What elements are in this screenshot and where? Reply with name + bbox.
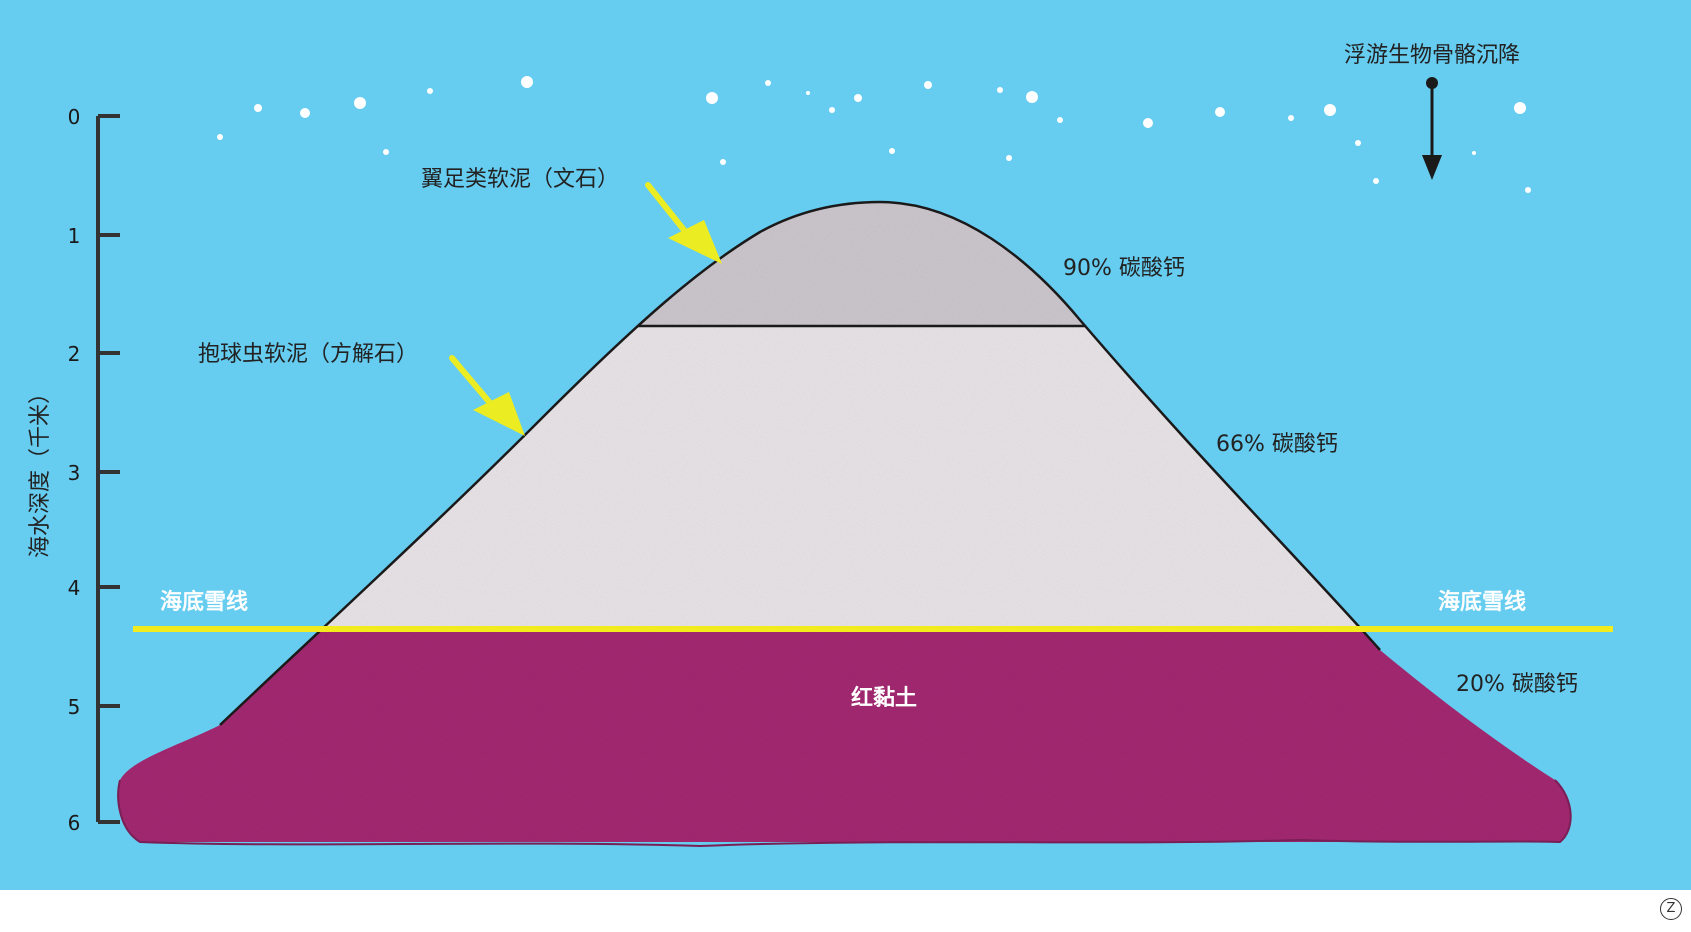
globigerina-ooze-label: 抱球虫软泥（方解石）	[198, 342, 418, 367]
settling-arrow	[1422, 77, 1442, 180]
pteropod-ooze-label: 翼足类软泥（文石）	[421, 167, 619, 192]
mound-outline	[219, 200, 1381, 726]
red-clay-layer	[118, 629, 1571, 842]
depth-tick-label: 4	[68, 576, 81, 600]
snowline	[133, 626, 1613, 632]
corner-mark: Z	[1660, 898, 1682, 920]
depth-tick-label: 6	[68, 811, 81, 835]
depth-tick-label: 1	[68, 224, 81, 248]
red-clay-calcium-label: 20% 碳酸钙	[1456, 672, 1578, 697]
red-clay-label: 红黏土	[851, 685, 917, 711]
depth-tick-label: 3	[68, 461, 81, 485]
snowline-label-left: 海底雪线	[160, 589, 248, 615]
depth-axis-label: 海水深度（千米）	[28, 382, 53, 558]
depth-tick-label: 2	[68, 342, 81, 366]
globigerina-pointer-arrow	[449, 355, 525, 436]
depth-tick-label: 0	[68, 105, 81, 129]
mound-base	[117, 779, 1572, 848]
plankton-particles	[217, 76, 1531, 193]
snowline-label-right: 海底雪线	[1438, 589, 1526, 615]
pteropod-calcium-label: 90% 碳酸钙	[1063, 256, 1185, 281]
pteropod-pointer-arrow	[645, 182, 722, 264]
globigerina-calcium-label: 66% 碳酸钙	[1216, 432, 1338, 457]
plankton-label: 浮游生物骨骼沉降	[1344, 43, 1520, 68]
depth-tick-label: 5	[68, 695, 81, 719]
depth-axis: 0 1 2 3 4 5 6 海水深度（千米）	[28, 105, 120, 835]
